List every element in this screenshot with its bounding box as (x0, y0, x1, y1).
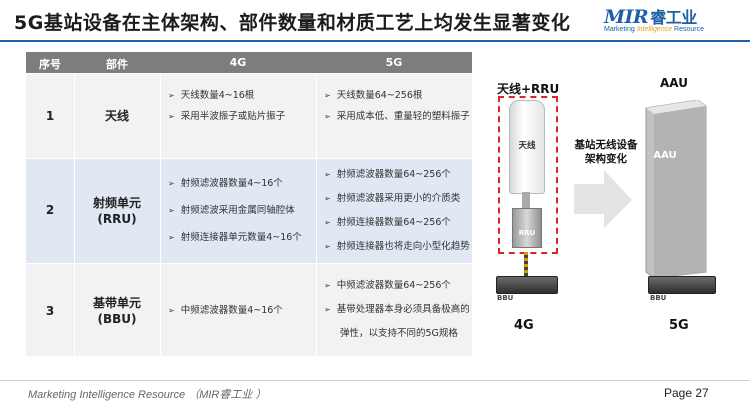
rru-dashed-frame (498, 96, 558, 254)
bullet-item: 射频滤波器数量64~256个 (324, 163, 470, 187)
header-rule (0, 40, 750, 42)
bullets-4g: 中频滤波器数量4~16个 (168, 300, 283, 321)
row-num: 3 (45, 304, 55, 318)
label-aau-top: AAU (660, 76, 688, 90)
bullets-5g: 天线数量64~256根 采用成本低、重量轻的塑料振子 (324, 85, 470, 127)
header-num: 序号 (39, 58, 61, 71)
header-4g: 4G (229, 56, 247, 69)
logo-mark: MIR (604, 6, 649, 28)
row-num: 1 (45, 109, 55, 123)
bbu-4g-label: BBU (497, 294, 514, 302)
bbu-4g (496, 276, 558, 294)
table-row: 1 天线 天线数量4~16根 采用半波振子或贴片振子 天线数量64~256根 采… (26, 73, 472, 158)
row-num: 2 (45, 203, 55, 217)
aau-label: AAU (653, 150, 677, 161)
row-part: 天线 (104, 109, 129, 123)
page-title: 5G基站设备在主体架构、部件数量和材质工艺上均发生显著变化 (14, 12, 571, 34)
label-5g: 5G (669, 318, 689, 333)
header-5g: 5G (385, 56, 403, 69)
bullet-item: 采用半波振子或贴片振子 (168, 106, 286, 127)
bullets-5g: 射频滤波器数量64~256个 射频滤波器采用更小的介质类 射频连接器数量64~2… (324, 163, 470, 259)
bullet-item: 射频连接器单元数量4~16个 (168, 224, 302, 251)
bullets-4g: 天线数量4~16根 采用半波振子或贴片振子 (168, 85, 286, 127)
rru-unit: RRU (512, 208, 542, 248)
aau-unit (645, 100, 707, 278)
page-number: Page 27 (664, 386, 709, 400)
table-row: 3 基带单元 (BBU) 中频滤波器数量4~16个 中频滤波器数量64~256个… (26, 263, 472, 356)
bullet-item: 中频滤波器数量4~16个 (168, 300, 283, 321)
footer-source: Marketing Intelligence Resource （MIR睿工业 … (28, 389, 267, 401)
bullet-item: 射频滤波器数量4~16个 (168, 170, 302, 197)
arrow-right-icon (574, 170, 632, 228)
bullet-item: 采用成本低、重量轻的塑料振子 (324, 106, 470, 127)
bullet-item: 射频滤波采用金属同轴腔体 (168, 197, 302, 224)
antenna-label: 天线 (518, 141, 536, 151)
header-part: 部件 (106, 58, 128, 71)
bullet-item-continuation: 弹性，以支持不同的5G规格 (340, 328, 458, 339)
row-part: 基带单元 (BBU) (92, 296, 141, 326)
arrow-caption: 基站无线设备 架构变化 (574, 139, 638, 165)
table-header: 序号 部件 4G 5G (26, 52, 472, 73)
bullet-item: 天线数量64~256根 (324, 85, 470, 106)
mount-pole (522, 192, 530, 208)
bullet-item: 射频连接器也将走向小型化趋势 (324, 235, 470, 259)
label-4g: 4G (514, 318, 534, 333)
bullet-item: 射频连接器数量64~256个 (324, 211, 470, 235)
cable-4g (524, 252, 528, 276)
table-row: 2 射频单元 (RRU) 射频滤波器数量4~16个 射频滤波采用金属同轴腔体 射… (26, 158, 472, 263)
bbu-5g-label: BBU (650, 294, 667, 302)
label-antenna-rru: 天线+RRU (497, 82, 560, 96)
logo-sub-left: Marketing (604, 26, 637, 33)
bullet-item: 基带处理器本身必须具备极高的 (324, 298, 470, 322)
row-part: 射频单元 (RRU) (92, 196, 141, 226)
bbu-5g (648, 276, 716, 294)
bullets-5g: 中频滤波器数量64~256个 基带处理器本身必须具备极高的 弹性，以支持不同的5… (324, 274, 470, 346)
logo-sub-right: Resource (672, 26, 705, 33)
bullet-item: 中频滤波器数量64~256个 (324, 274, 470, 298)
footer-rule (0, 380, 750, 381)
rru-label: RRU (518, 229, 536, 237)
bullet-item: 射频滤波器采用更小的介质类 (324, 187, 470, 211)
logo-mark-cn: 睿工业 (650, 8, 697, 27)
logo-sub-mid: Intelligence (636, 26, 673, 33)
antenna-unit: 天线 (509, 100, 545, 194)
bullets-4g: 射频滤波器数量4~16个 射频滤波采用金属同轴腔体 射频连接器单元数量4~16个 (168, 170, 302, 251)
bullet-item: 天线数量4~16根 (168, 85, 285, 106)
